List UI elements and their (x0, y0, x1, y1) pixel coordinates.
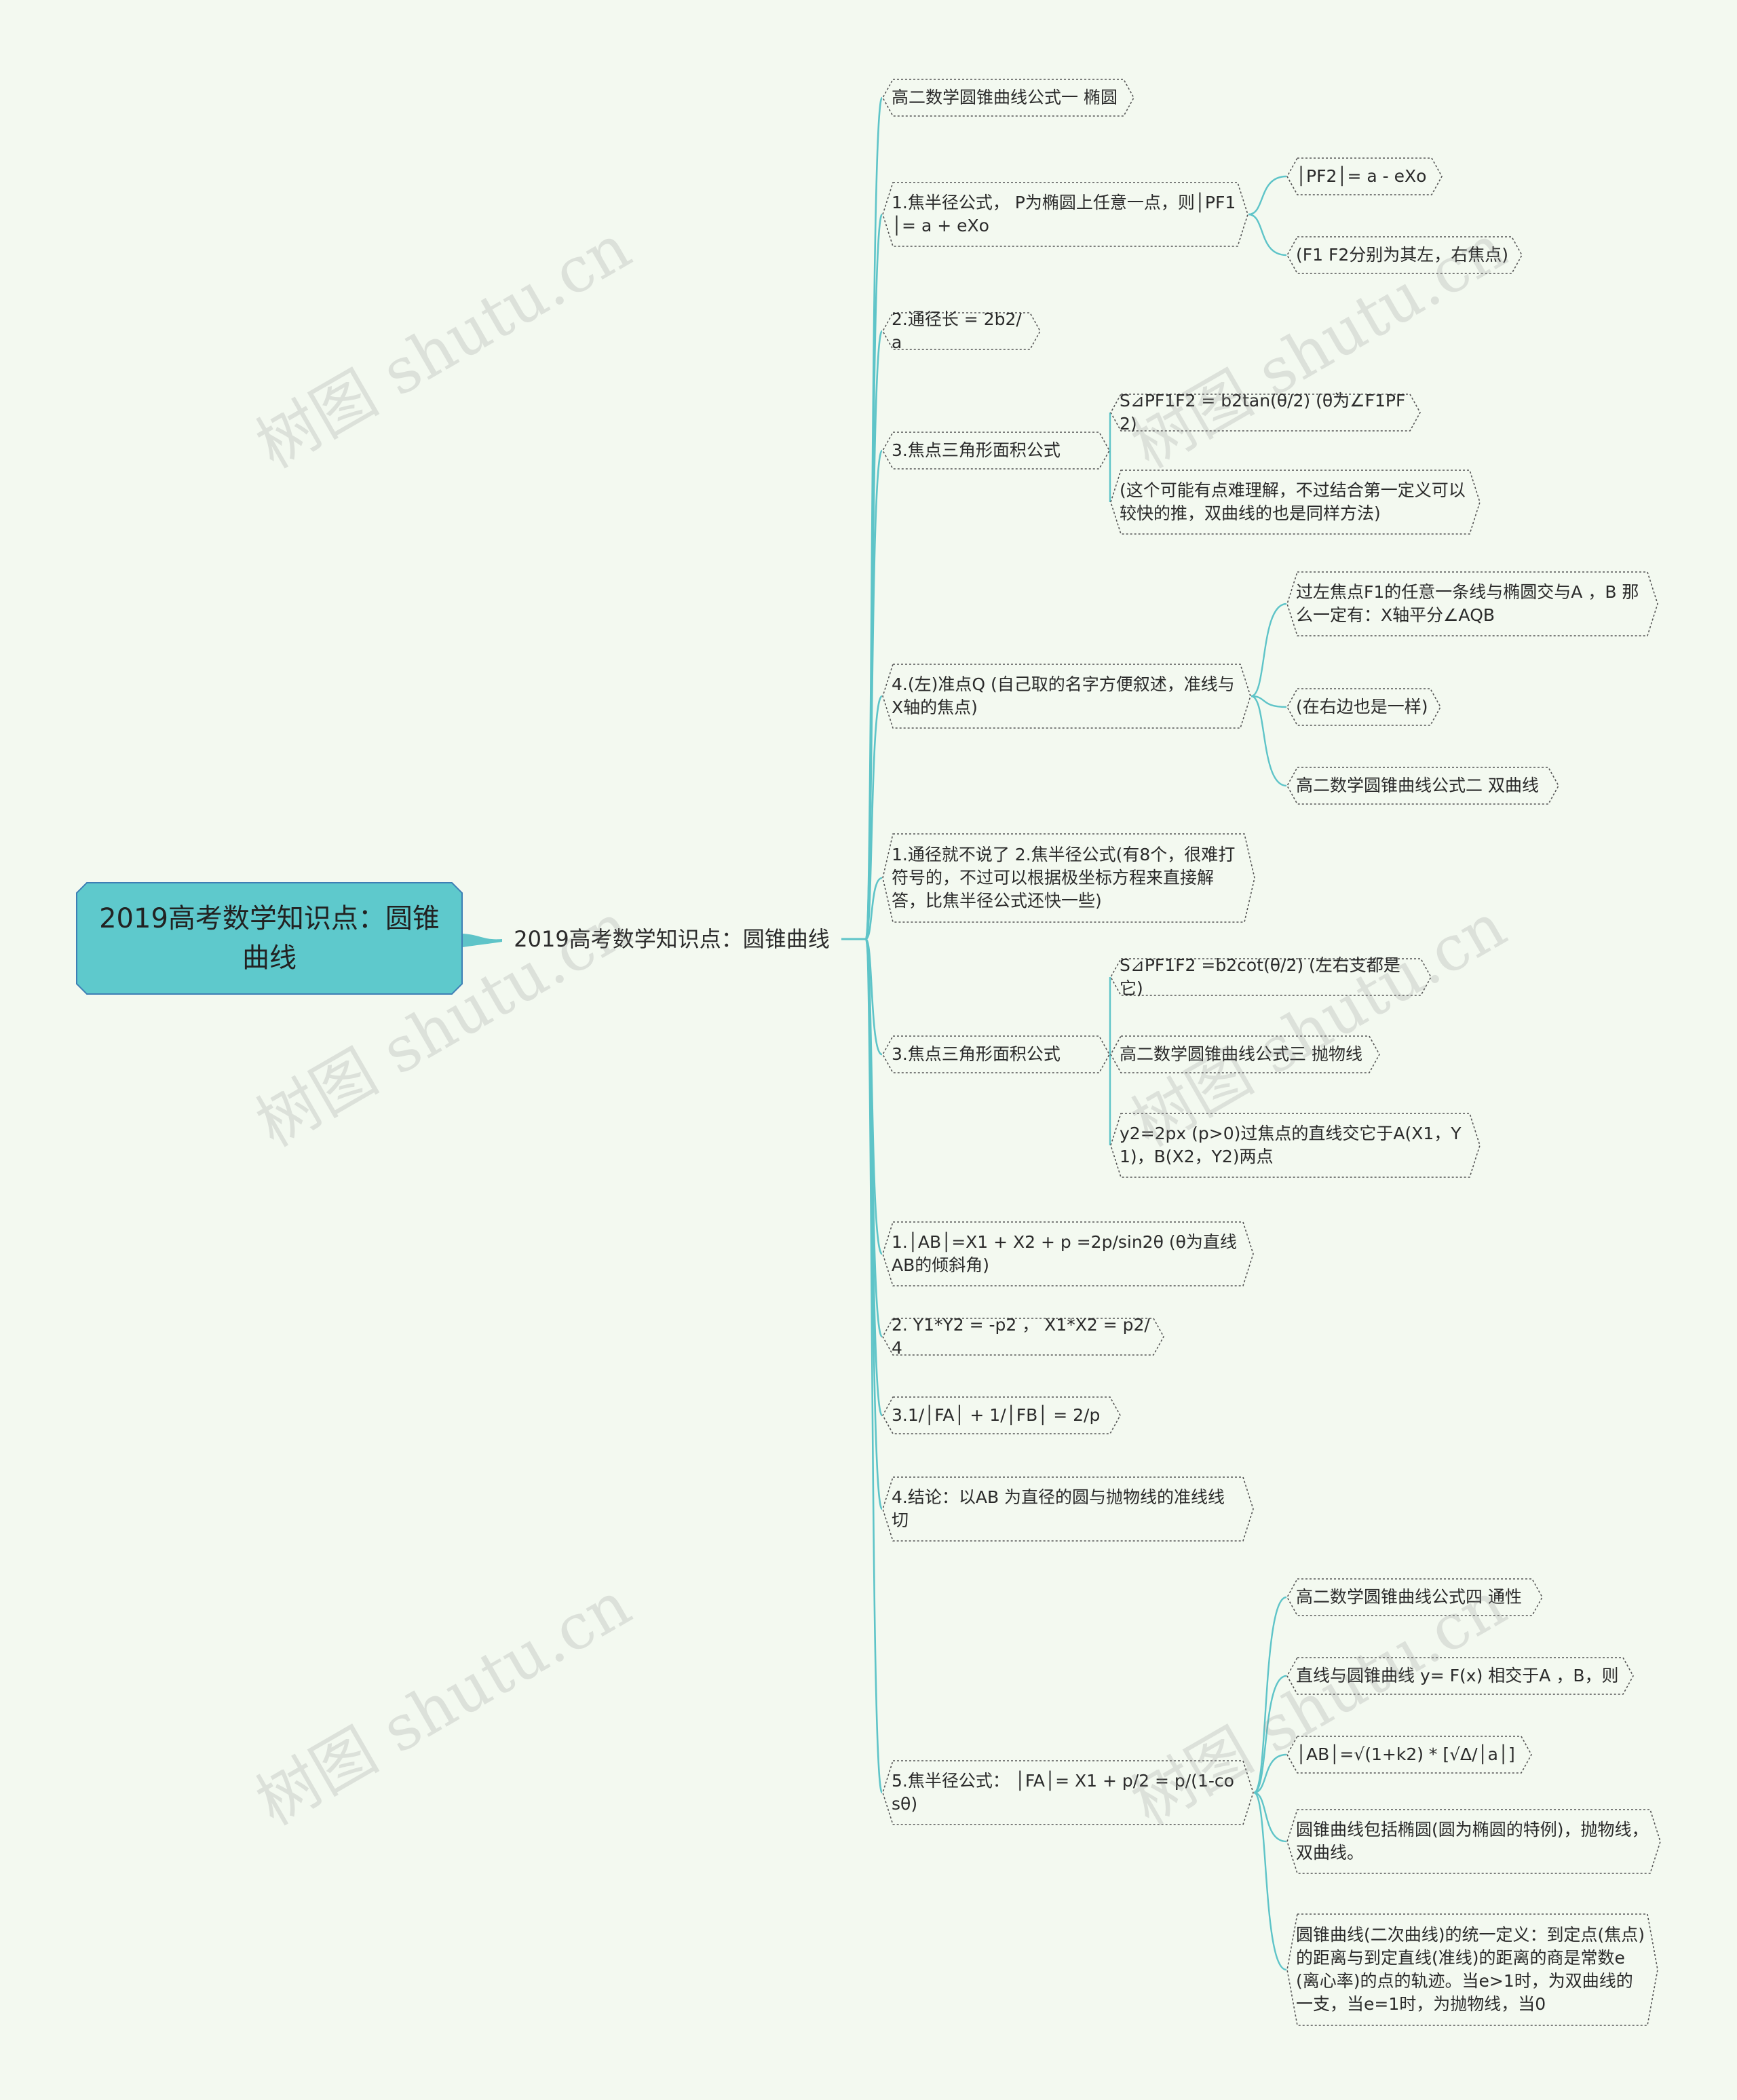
leaf-node-shape (1286, 1657, 1634, 1695)
leaf-node-shape (1110, 1113, 1481, 1178)
leaf-connector (1253, 1791, 1287, 1843)
leaf-node-label: 高二数学圆锥曲线公式三 抛物线 (1120, 1044, 1362, 1064)
leaf-node-label: 高二数学圆锥曲线公式二 双曲线 (1296, 776, 1539, 795)
branch-node-label: 2.通径长 = 2b2/a (892, 309, 1022, 352)
leaf-node-label: │AB│=√(1+k2) * [√Δ/│a│] (1296, 1744, 1515, 1764)
leaf-node-shape (1110, 470, 1481, 535)
leaf-connector (1248, 175, 1287, 216)
leaf-connector (1253, 1596, 1287, 1794)
leaf-node[interactable]: 圆锥曲线包括椭圆(圆为椭圆的特例)，抛物线，双曲线。 (1286, 1809, 1661, 1874)
leaf-node-label: 高二数学圆锥曲线公式四 通性 (1296, 1587, 1522, 1607)
main-topic-label: 2019高考数学知识点：圆锥曲线 (514, 926, 830, 952)
leaf-node-shape (1110, 1035, 1380, 1073)
branch-node-shape (882, 833, 1255, 923)
leaf-node-label: │PF2│= a - eXo (1296, 166, 1427, 186)
branch-node-shape (882, 1760, 1254, 1825)
leaf-node[interactable]: 高二数学圆锥曲线公式四 通性 (1286, 1578, 1543, 1616)
branch-node-label: 4.结论：以AB 为直径的圆与抛物线的准线线切 (892, 1487, 1225, 1530)
branch-node-label: 3.1/│FA│ + 1/│FB│ = 2/p (892, 1405, 1101, 1425)
leaf-node-shape (1286, 571, 1658, 636)
leaf-node-label: S⊿PF1F2 = b2tan(θ/2) (θ为∠F1PF2) (1120, 391, 1406, 434)
branch-node-shape (882, 664, 1251, 729)
branch-node-shape (882, 182, 1248, 247)
leaf-node-label: y2=2px (p>0)过焦点的直线交它于A(X1，Y1)，B(X2，Y2)两点 (1120, 1124, 1462, 1166)
branch-node[interactable]: 3.焦点三角形面积公式 (882, 1035, 1110, 1073)
leaf-node-label: (F1 F2分别为其左，右焦点) (1296, 245, 1509, 265)
leaf-node[interactable]: │PF2│= a - eXo (1286, 157, 1443, 195)
leaf-node-label: (这个可能有点难理解，不过结合第一定义可以较快的推，双曲线的也是同样方法) (1120, 480, 1466, 523)
branch-node[interactable]: 5.焦半径公式： │FA│= X1 + p/2 = p/(1-cosθ) (882, 1760, 1254, 1825)
leaf-node[interactable]: 高二数学圆锥曲线公式二 双曲线 (1286, 767, 1559, 805)
branch-connector (864, 938, 883, 1794)
leaf-node[interactable]: 圆锥曲线(二次曲线)的统一定义：到定点(焦点)的距离与到定直线(准线)的距离的商… (1286, 1913, 1658, 2026)
leaf-node[interactable]: S⊿PF1F2 = b2tan(θ/2) (θ为∠F1PF2) (1110, 391, 1421, 434)
branch-node-shape (882, 1318, 1164, 1356)
branch-node[interactable]: 1.通径就不说了 2.焦半径公式(有8个，很难打符号的，不过可以根据极坐标方程来… (882, 833, 1255, 923)
leaf-node-shape (1286, 1809, 1661, 1874)
leaf-connector (1248, 213, 1287, 256)
branch-node-label: 2. Y1*Y2 = -p2 ， X1*X2 = p2/4 (892, 1315, 1150, 1358)
leaf-node-label: 圆锥曲线(二次曲线)的统一定义：到定点(焦点)的距离与到定直线(准线)的距离的商… (1296, 1925, 1645, 2014)
leaf-node[interactable]: │AB│=√(1+k2) * [√Δ/│a│] (1286, 1736, 1532, 1774)
leaf-node-shape (1286, 1736, 1532, 1774)
leaf-node-label: 圆锥曲线包括椭圆(圆为椭圆的特例)，抛物线，双曲线。 (1296, 1820, 1649, 1863)
leaf-node-label: 过左焦点F1的任意一条线与椭圆交与A ，B 那么一定有：X轴平分∠AQB (1296, 582, 1639, 625)
leaf-node[interactable]: S⊿PF1F2 =b2cot(θ/2) (左右支都是它) (1110, 955, 1432, 998)
branch-node-shape (882, 1396, 1121, 1434)
leaf-node[interactable]: (在右边也是一样) (1286, 688, 1441, 726)
leaf-node-shape (1286, 157, 1443, 195)
leaf-node-label: 直线与圆锥曲线 y= F(x) 相交于A ，B，则 (1296, 1666, 1619, 1685)
leaf-node-shape (1286, 1913, 1658, 2026)
branch-node[interactable]: 2.通径长 = 2b2/a (882, 309, 1041, 352)
leaf-node[interactable]: 过左焦点F1的任意一条线与椭圆交与A ，B 那么一定有：X轴平分∠AQB (1286, 571, 1658, 636)
branch-node-shape (882, 1476, 1254, 1542)
leaf-node[interactable]: 高二数学圆锥曲线公式三 抛物线 (1110, 1035, 1380, 1073)
root-connector (463, 934, 502, 947)
branch-node[interactable]: 2. Y1*Y2 = -p2 ， X1*X2 = p2/4 (882, 1315, 1164, 1358)
branch-node-label: 3.焦点三角形面积公式 (892, 1044, 1061, 1064)
branch-node[interactable]: 3.焦点三角形面积公式 (882, 432, 1110, 470)
main-topic[interactable]: 2019高考数学知识点：圆锥曲线 (502, 920, 841, 958)
leaf-node-shape (1110, 394, 1421, 432)
leaf-connector (1251, 695, 1287, 787)
leaf-connector (1253, 1675, 1287, 1794)
branch-node[interactable]: 高二数学圆锥曲线公式一 椭圆 (882, 79, 1134, 117)
branch-node-label: 5.焦半径公式： │FA│= X1 + p/2 = p/(1-cosθ) (892, 1771, 1234, 1814)
branch-node[interactable]: 4.(左)准点Q (自己取的名字方便叙述，准线与X轴的焦点) (882, 664, 1251, 729)
root-topic-shape (76, 882, 463, 995)
branch-node-label: 1.│AB│=X1 + X2 + p =2p/sin2θ (θ为直线AB的倾斜角… (892, 1232, 1237, 1275)
branch-node-label: 1.通径就不说了 2.焦半径公式(有8个，很难打符号的，不过可以根据极坐标方程来… (892, 845, 1236, 911)
leaf-node[interactable]: y2=2px (p>0)过焦点的直线交它于A(X1，Y1)，B(X2，Y2)两点 (1110, 1113, 1481, 1178)
branch-node[interactable]: 3.1/│FA│ + 1/│FB│ = 2/p (882, 1396, 1121, 1434)
branch-node[interactable]: 1.│AB│=X1 + X2 + p =2p/sin2θ (θ为直线AB的倾斜角… (882, 1221, 1254, 1286)
branch-node[interactable]: 1.焦半径公式， P为椭圆上任意一点，则│PF1│= a + eXo (882, 182, 1248, 247)
branch-node-label: 3.焦点三角形面积公式 (892, 440, 1061, 460)
branch-connector (864, 877, 883, 940)
branch-node-label: 4.(左)准点Q (自己取的名字方便叙述，准线与X轴的焦点) (892, 674, 1235, 717)
root-topic[interactable]: 2019高考数学知识点：圆锥曲线 (76, 882, 463, 995)
leaf-connector (1253, 1791, 1287, 1971)
branch-node-label: 高二数学圆锥曲线公式一 椭圆 (892, 88, 1118, 107)
leaf-node[interactable]: (这个可能有点难理解，不过结合第一定义可以较快的推，双曲线的也是同样方法) (1110, 470, 1481, 535)
root-topic-label: 2019高考数学知识点：圆锥曲线 (99, 903, 440, 974)
leaf-node[interactable]: (F1 F2分别为其左，右焦点) (1286, 236, 1523, 274)
leaf-connector (1251, 695, 1287, 708)
branch-node[interactable]: 4.结论：以AB 为直径的圆与抛物线的准线线切 (882, 1476, 1254, 1542)
leaf-node-label: S⊿PF1F2 =b2cot(θ/2) (左右支都是它) (1120, 955, 1400, 998)
branch-node-shape (882, 1221, 1254, 1286)
leaf-connector (1251, 603, 1287, 698)
leaf-node[interactable]: 直线与圆锥曲线 y= F(x) 相交于A ，B，则 (1286, 1657, 1634, 1695)
leaf-connector (1253, 1753, 1287, 1794)
branch-node-label: 1.焦半径公式， P为椭圆上任意一点，则│PF1│= a + eXo (892, 193, 1236, 235)
leaf-node-label: (在右边也是一样) (1296, 697, 1428, 717)
branch-connector (864, 695, 883, 940)
